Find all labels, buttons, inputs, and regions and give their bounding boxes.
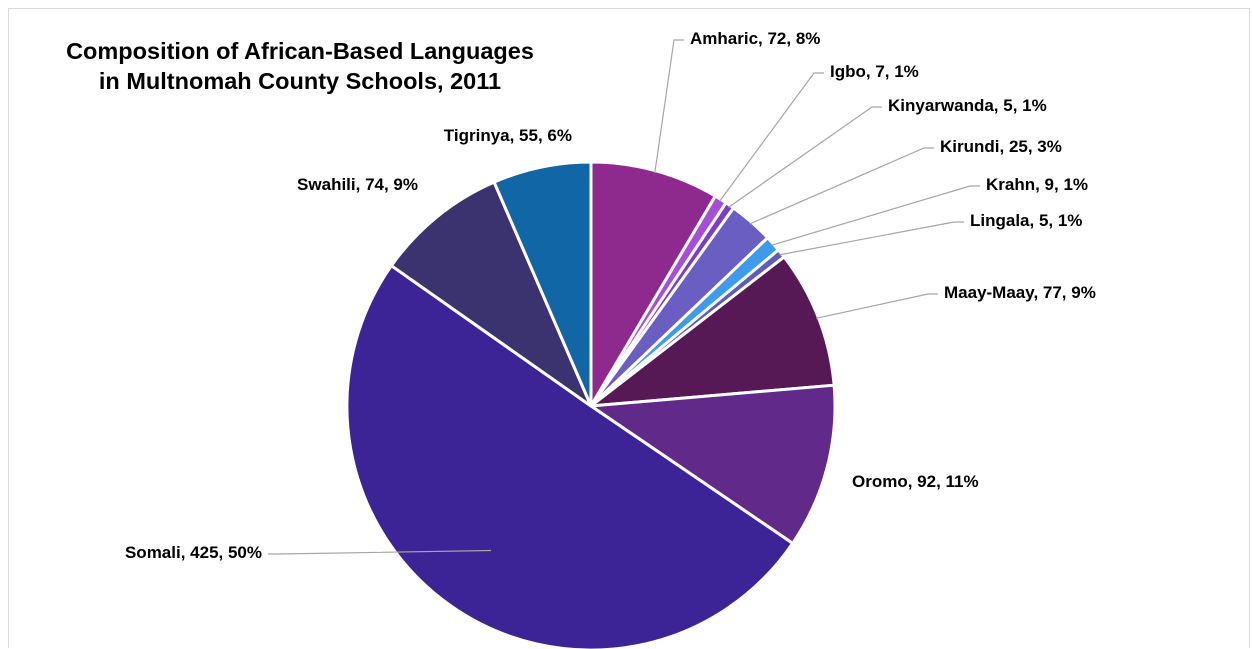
data-label-igbo: Igbo, 7, 1%	[830, 62, 919, 81]
chart-title: Composition of African-Based Languages i…	[30, 36, 570, 96]
leader-line-amharic	[654, 39, 684, 174]
pie-slice-swahili	[389, 180, 593, 408]
data-label-amharic: Amharic, 72, 8%	[690, 29, 820, 48]
chart-title-line-1: Composition of African-Based Languages	[66, 38, 534, 64]
data-label-kinyarwanda: Kinyarwanda, 5, 1%	[888, 96, 1047, 115]
data-label-tigrinya: Tigrinya, 55, 6%	[444, 126, 572, 145]
leader-line-somali	[268, 549, 492, 555]
data-labels: Amharic, 72, 8% Igbo, 7, 1% Kinyarwanda, 5…	[125, 29, 1096, 562]
data-label-oromo: Oromo, 92, 11%	[852, 472, 979, 491]
data-label-somali: Somali, 425, 50%	[125, 543, 262, 562]
data-label-krahn: Krahn, 9, 1%	[986, 175, 1088, 194]
leader-line-krahn	[771, 185, 980, 246]
data-label-kirundi: Kirundi, 25, 3%	[940, 137, 1062, 156]
pie-slice-somali	[345, 264, 795, 649]
pie-slice-oromo	[589, 383, 837, 545]
leader-line-kirundi	[749, 147, 934, 225]
leader-line-maay-maay	[815, 293, 938, 319]
pie-slice-tigrinya	[492, 160, 593, 408]
leader-line-igbo	[719, 72, 824, 202]
leader-lines	[268, 39, 980, 555]
data-label-maay-maay: Maay-Maay, 77, 9%	[944, 283, 1096, 302]
data-label-swahili: Swahili, 74, 9%	[297, 175, 418, 194]
leader-line-lingala	[779, 221, 964, 256]
pie-slices	[345, 160, 837, 649]
leader-line-kinyarwanda	[728, 106, 882, 208]
data-label-lingala: Lingala, 5, 1%	[970, 211, 1082, 230]
chart-title-line-2: in Multnomah County Schools, 2011	[98, 68, 502, 94]
